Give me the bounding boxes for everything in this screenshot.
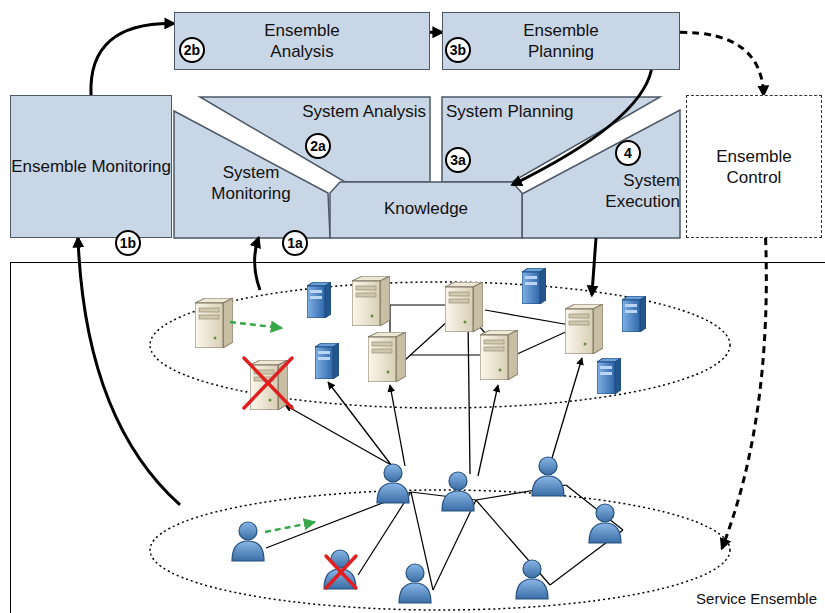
node-text: Ensemble Control bbox=[704, 146, 804, 188]
node-text: System Planning bbox=[446, 101, 574, 122]
control-box: Ensemble Control bbox=[686, 95, 822, 238]
callout-number: 2a bbox=[305, 133, 331, 159]
flow-arrow bbox=[91, 24, 174, 95]
callout-number: 2b bbox=[179, 37, 205, 63]
node-text: Ensemble Planning bbox=[506, 20, 616, 62]
callout-number: 4 bbox=[615, 140, 641, 166]
migration-arrow bbox=[230, 322, 315, 532]
callout-number: 3b bbox=[445, 37, 471, 63]
failure-cross bbox=[244, 358, 356, 588]
usage-arrows bbox=[285, 318, 582, 476]
flow-arrow bbox=[255, 238, 260, 290]
process-box: Ensemble Planning bbox=[442, 12, 680, 70]
flow-arrow bbox=[592, 238, 596, 295]
ensemble-region: Service Ensemble bbox=[10, 262, 825, 613]
flow-arrow bbox=[512, 70, 651, 185]
dashed-arrow bbox=[680, 32, 764, 95]
knowledge-box: Knowledge bbox=[330, 182, 522, 238]
knowledge-shape bbox=[330, 182, 522, 238]
callout-number: 3a bbox=[445, 147, 471, 173]
callout-number: 1a bbox=[282, 230, 308, 256]
node-text: Knowledge bbox=[384, 198, 468, 219]
process-box: Ensemble Analysis bbox=[174, 12, 430, 70]
execution-shape bbox=[522, 110, 680, 238]
node-text: Ensemble Monitoring bbox=[11, 156, 171, 177]
region-label: System Analysis bbox=[232, 99, 426, 126]
region-label: System Planning bbox=[446, 99, 616, 126]
node-text: System Monitoring bbox=[186, 162, 316, 204]
callout-number: 1b bbox=[115, 230, 141, 256]
node-text: System Analysis bbox=[302, 101, 426, 122]
region-label: System Execution bbox=[560, 160, 680, 238]
flow-arrow bbox=[430, 31, 442, 34]
people-group bbox=[150, 490, 730, 610]
node-text: Service Ensemble bbox=[694, 588, 819, 609]
dashed-arrow bbox=[722, 238, 766, 548]
process-box: Ensemble Monitoring bbox=[10, 95, 172, 238]
server-group bbox=[150, 282, 730, 408]
node-text: System Execution bbox=[568, 170, 680, 212]
region-label: System Monitoring bbox=[176, 150, 326, 238]
monitoring-shape bbox=[174, 111, 330, 238]
node-text: Ensemble Analysis bbox=[247, 20, 357, 62]
flow-arrow bbox=[78, 238, 180, 505]
